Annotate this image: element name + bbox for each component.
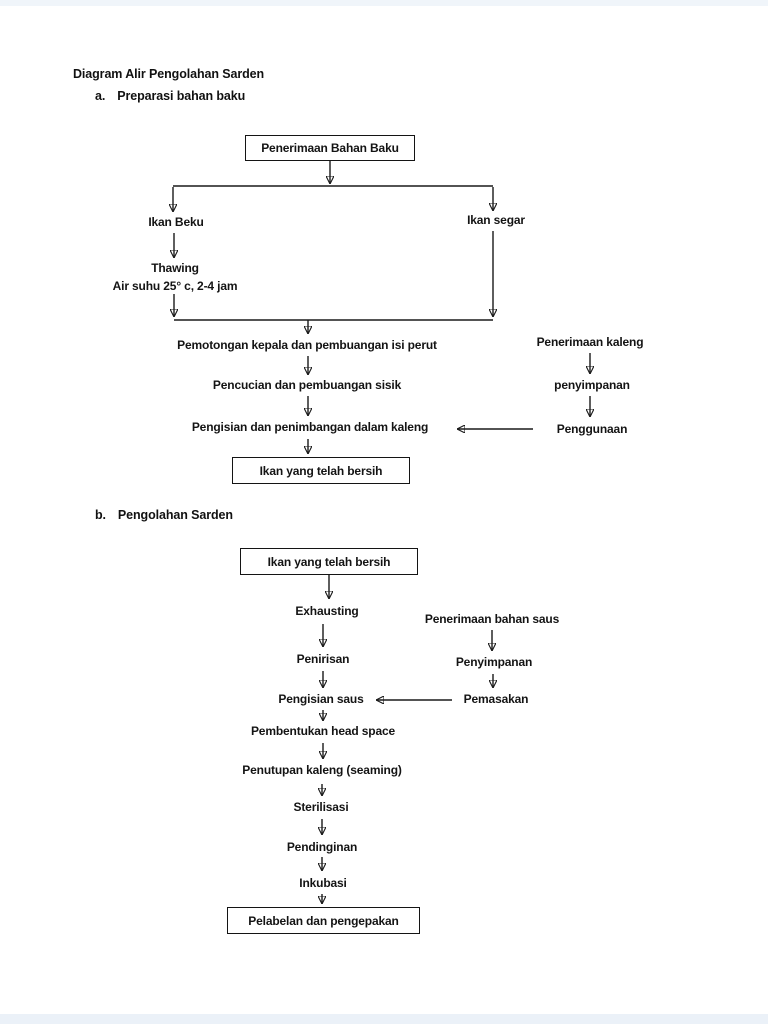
node-ikan-bersih-end: Ikan yang telah bersih — [232, 457, 410, 484]
node-pemotongan: Pemotongan kepala dan pembuangan isi per… — [177, 338, 437, 352]
page-edge-bottom — [0, 1014, 768, 1024]
node-ikan-bersih-start: Ikan yang telah bersih — [240, 548, 418, 575]
node-penerimaan-kaleng: Penerimaan kaleng — [536, 335, 644, 349]
node-penyimpanan-saus: Penyimpanan — [455, 655, 533, 669]
node-pengisian-penimbangan: Pengisian dan penimbangan dalam kaleng — [191, 420, 429, 434]
section-b-heading: b. Pengolahan Sarden — [95, 508, 233, 523]
node-pemasakan: Pemasakan — [463, 692, 529, 706]
node-penggunaan: Penggunaan — [556, 422, 628, 436]
section-b-connectors — [322, 575, 493, 904]
node-ikan-beku: Ikan Beku — [148, 215, 204, 229]
node-exhausting: Exhausting — [295, 604, 359, 618]
node-thawing: Thawing — [151, 261, 199, 275]
node-penerimaan-bahan-baku: Penerimaan Bahan Baku — [245, 135, 415, 161]
section-a-label: a. — [95, 89, 106, 103]
node-penutupan-kaleng: Penutupan kaleng (seaming) — [242, 763, 402, 777]
node-head-space: Pembentukan head space — [250, 724, 396, 738]
thawing-condition: Air suhu 25° c, 2-4 jam — [112, 279, 238, 293]
section-b-title: Pengolahan Sarden — [117, 508, 233, 522]
node-ikan-segar: Ikan segar — [467, 213, 525, 227]
node-pengisian-saus: Pengisian saus — [278, 692, 364, 706]
node-penyimpanan-kaleng: penyimpanan — [554, 378, 630, 392]
page-title: Diagram Alir Pengolahan Sarden — [73, 67, 265, 81]
node-pencucian: Pencucian dan pembuangan sisik — [212, 378, 402, 392]
node-penerimaan-bahan-saus: Penerimaan bahan saus — [424, 612, 560, 626]
section-b-label: b. — [95, 508, 106, 522]
section-a-title: Preparasi bahan baku — [117, 89, 246, 103]
node-pendinginan: Pendinginan — [286, 840, 358, 854]
section-a-connectors — [173, 161, 590, 454]
node-penirisan: Penirisan — [296, 652, 350, 666]
page-edge-top — [0, 0, 768, 6]
node-inkubasi: Inkubasi — [299, 876, 347, 890]
node-pelabelan-pengepakan: Pelabelan dan pengepakan — [227, 907, 420, 934]
node-sterilisasi: Sterilisasi — [293, 800, 349, 814]
section-a-heading: a. Preparasi bahan baku — [95, 89, 245, 104]
